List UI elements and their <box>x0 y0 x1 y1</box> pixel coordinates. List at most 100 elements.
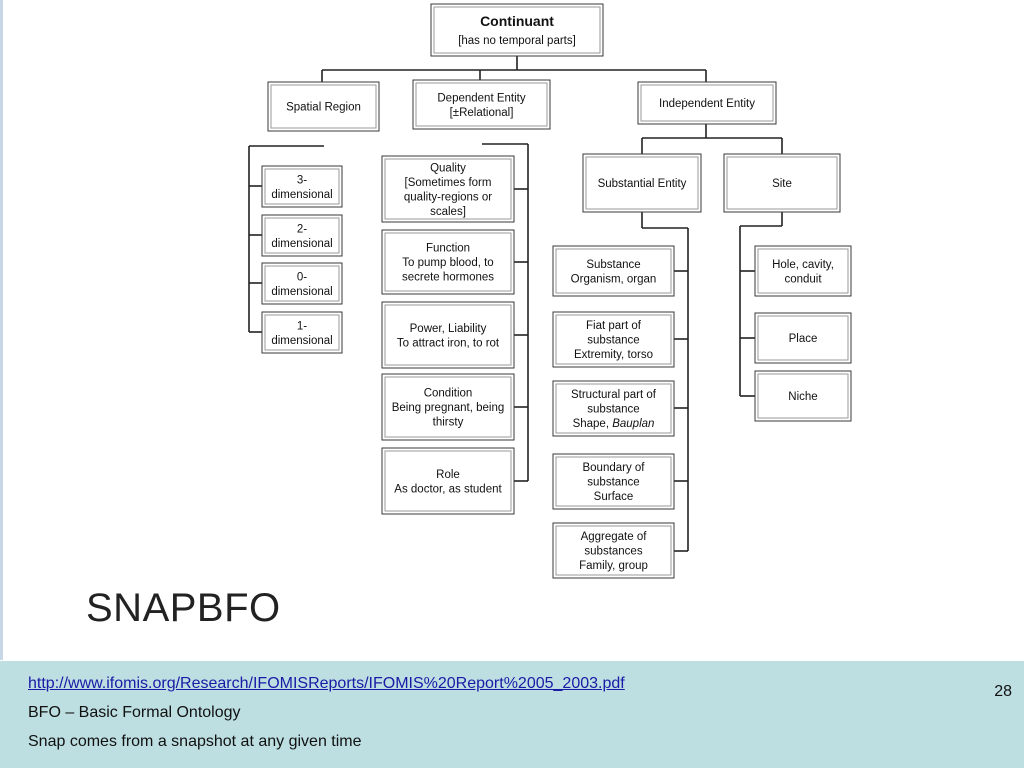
node-one-dim: 1- dimensional <box>261 311 343 354</box>
node-box-inner <box>555 248 672 294</box>
node-box <box>723 153 841 213</box>
node-place: Place <box>754 312 852 364</box>
bfo-continuant-diagram: Continuant[has no temporal parts] Spatial… <box>248 3 852 579</box>
node-label-line: dimensional <box>271 238 332 250</box>
node-box-inner <box>757 315 849 361</box>
node-label-line: Function <box>426 243 470 255</box>
node-label-line: 0- <box>297 271 307 283</box>
node-label-line: dimensional <box>271 286 332 298</box>
node-label-line: [Sometimes form <box>405 177 492 189</box>
node-box <box>261 165 343 208</box>
node-box-inner <box>585 156 699 210</box>
node-box <box>261 214 343 257</box>
node-label-line: Quality <box>430 162 466 174</box>
node-label-line: Dependent Entity <box>437 92 525 104</box>
node-box-inner <box>264 217 340 254</box>
node-independent-entity: Independent Entity <box>637 81 777 125</box>
node-label-line: Hole, cavity, <box>772 259 834 271</box>
node-box <box>412 79 551 130</box>
node-box <box>552 311 675 368</box>
node-label-line: Power, Liability <box>410 323 487 335</box>
node-box <box>754 312 852 364</box>
node-zero-dim: 0- dimensional <box>261 262 343 305</box>
node-box-inner <box>264 168 340 205</box>
node-box <box>754 370 852 422</box>
node-label-line: Organism, organ <box>571 273 657 285</box>
node-label-line: To pump blood, to <box>402 257 493 269</box>
node-box <box>754 245 852 297</box>
footer-note-snapshot: Snap comes from a snapshot at any given … <box>28 733 362 750</box>
node-label-line: Independent Entity <box>659 98 755 110</box>
footer-note-bfo: BFO – Basic Formal Ontology <box>28 704 241 721</box>
node-box <box>430 3 604 57</box>
node-continuant: Continuant[has no temporal parts] <box>430 3 604 57</box>
node-label-line: Site <box>772 178 792 190</box>
node-box <box>261 311 343 354</box>
node-box-inner <box>555 456 672 507</box>
node-label-line: 2- <box>297 223 307 235</box>
node-substantial-entity: Substantial Entity <box>582 153 702 213</box>
node-label-line: substance <box>587 477 639 489</box>
node-two-dim: 2- dimensional <box>261 214 343 257</box>
node-label-line: thirsty <box>433 417 464 429</box>
node-box-inner <box>384 158 512 220</box>
node-subtitle: [has no temporal parts] <box>458 35 576 47</box>
node-box-inner <box>270 84 377 129</box>
reference-link-line: http://www.ifomis.org/Research/IFOMISRep… <box>28 675 625 693</box>
node-label-line: [±Relational] <box>450 107 514 119</box>
node-label-line: conduit <box>784 273 822 285</box>
node-box <box>267 81 380 132</box>
node-box <box>261 262 343 305</box>
page-number: 28 <box>994 683 1012 700</box>
reference-link[interactable]: http://www.ifomis.org/Research/IFOMISRep… <box>28 675 625 692</box>
node-label-line: dimensional <box>271 189 332 201</box>
node-label-line: quality-regions or <box>404 191 492 203</box>
node-box <box>552 453 675 510</box>
node-quality: Quality [Sometimes form quality-regions or… <box>381 155 515 223</box>
slide-footer: http://www.ifomis.org/Research/IFOMISRep… <box>0 661 1024 768</box>
node-label-line: As doctor, as student <box>394 483 502 495</box>
node-box-inner <box>264 314 340 351</box>
node-label-line: dimensional <box>271 335 332 347</box>
node-label-line: Place <box>789 333 818 345</box>
node-dependent-entity: Dependent Entity [±Relational] <box>412 79 551 130</box>
node-label-line: Role <box>436 469 460 481</box>
node-box <box>582 153 702 213</box>
node-role: Role As doctor, as student <box>381 447 515 515</box>
node-label-line: Structural part of <box>571 389 657 401</box>
node-label-line: 1- <box>297 320 307 332</box>
node-box <box>381 229 515 295</box>
node-label-line: Spatial Region <box>286 102 361 114</box>
node-label-line: Substantial Entity <box>598 178 687 190</box>
node-label-line: secrete hormones <box>402 272 494 284</box>
node-spatial-region: Spatial Region <box>267 81 380 132</box>
node-box-inner <box>384 376 512 438</box>
node-site: Site <box>723 153 841 213</box>
node-label-line: 3- <box>297 174 307 186</box>
diagram-connectors <box>248 56 783 552</box>
node-box-inner <box>384 450 512 512</box>
node-label-line: Fiat part of <box>586 320 642 332</box>
node-box <box>381 373 515 441</box>
node-label-line: Being pregnant, being <box>392 402 505 414</box>
node-box-inner <box>757 248 849 294</box>
node-box-inner <box>264 265 340 302</box>
node-box-inner <box>757 373 849 419</box>
slide-left-rule <box>0 0 3 660</box>
node-box <box>552 522 675 579</box>
node-hole: Hole, cavity, conduit <box>754 245 852 297</box>
node-label-line: Condition <box>424 388 473 400</box>
node-label-line: Boundary of <box>582 462 645 474</box>
node-label-line: scales] <box>430 206 466 218</box>
node-box <box>637 81 777 125</box>
node-label-line: Surface <box>594 491 634 503</box>
node-box-inner <box>555 314 672 365</box>
node-label-line: Shape, Bauplan <box>573 418 655 430</box>
node-box-inner <box>433 6 601 54</box>
